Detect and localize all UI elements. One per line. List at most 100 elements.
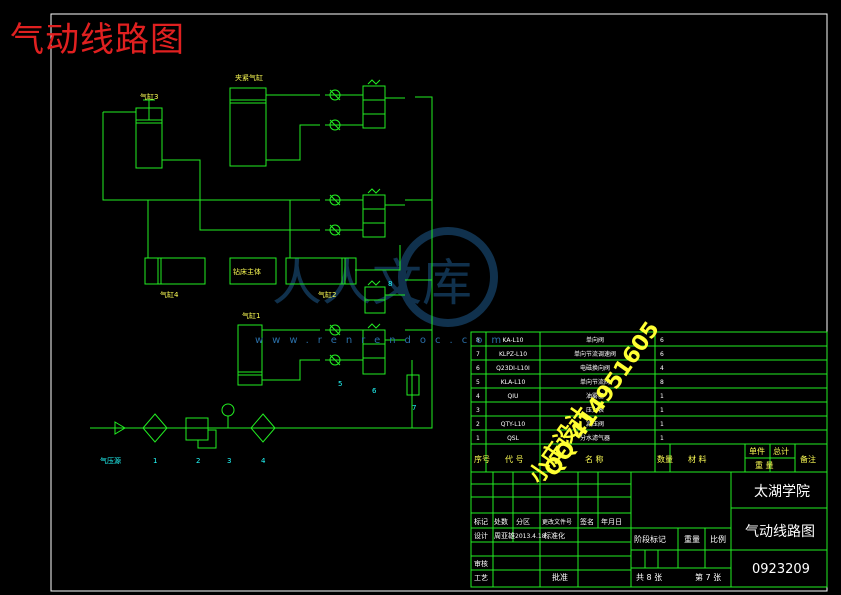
pipe bbox=[266, 124, 320, 161]
label-n1: 1 bbox=[153, 457, 157, 465]
bom-cell-no: 8 bbox=[476, 337, 480, 344]
valve-group-4 bbox=[325, 323, 405, 375]
cylinder-2 bbox=[285, 257, 357, 285]
label-n8: 8 bbox=[388, 280, 392, 288]
revision-header: 签名 bbox=[580, 517, 594, 526]
cylinder-3 bbox=[135, 99, 163, 169]
muffler bbox=[406, 374, 420, 396]
bom-cell-no: 3 bbox=[476, 407, 480, 414]
supply-line bbox=[90, 96, 433, 429]
revision-header: 分区 bbox=[516, 517, 530, 526]
bom-cell-code: KLA-L10 bbox=[501, 379, 526, 386]
label-n2: 2 bbox=[196, 457, 200, 465]
drawing-frame bbox=[50, 13, 828, 592]
lubricator-symbol bbox=[250, 413, 276, 443]
watermark-text: 人人文库 bbox=[272, 254, 472, 312]
bom-cell-name: 油雾器 bbox=[586, 392, 604, 400]
bom-cell-name: 单向阀 bbox=[586, 336, 604, 344]
bom-cell-name: 压力表 bbox=[586, 406, 604, 414]
bom-cell-name: 分水滤气器 bbox=[580, 434, 610, 442]
filter-symbol bbox=[142, 413, 168, 443]
bom-cell-qty: 4 bbox=[660, 365, 664, 372]
cylinder-4 bbox=[144, 257, 206, 285]
revision-header: 标记 bbox=[474, 517, 488, 526]
label-clamp-cylinder: 夹紧气缸 bbox=[235, 73, 263, 82]
pipe bbox=[102, 112, 320, 201]
label-n6: 6 bbox=[372, 387, 377, 395]
revision-header: 年月日 bbox=[601, 517, 622, 526]
bom-header-total-weight: 总计 bbox=[773, 446, 789, 456]
bom-cell-qty: 1 bbox=[660, 407, 664, 414]
cylinder-1 bbox=[237, 324, 263, 386]
design-label: 设计 bbox=[474, 531, 488, 540]
bom-cell-code: QTY-L10 bbox=[501, 421, 526, 428]
valve-group-2 bbox=[325, 188, 405, 238]
bom-header-remark: 备注 bbox=[800, 454, 816, 464]
label-n4: 4 bbox=[261, 457, 266, 465]
machine-body bbox=[229, 257, 277, 285]
bom-header-weight: 重 量 bbox=[755, 460, 774, 470]
bom-header-code: 代 号 bbox=[505, 454, 524, 464]
bom-header-material: 材 料 bbox=[688, 454, 707, 464]
watermark-url: www.renrendoc.com bbox=[255, 335, 511, 346]
bom-cell-qty: 8 bbox=[660, 379, 664, 386]
pipe bbox=[355, 245, 401, 271]
drawing-title: 气动线路图 bbox=[10, 20, 185, 60]
title-block bbox=[470, 471, 828, 588]
pipe bbox=[262, 359, 320, 381]
stage-label: 阶段标记 bbox=[634, 534, 666, 544]
bom-header-name: 名 称 bbox=[585, 454, 604, 464]
label-cylinder-4: 气缸4 bbox=[160, 290, 179, 299]
bom-cell-no: 7 bbox=[476, 351, 480, 358]
bom-cell-qty: 1 bbox=[660, 421, 664, 428]
bom-cell-qty: 6 bbox=[660, 337, 664, 344]
sheet-number: 第 7 张 bbox=[695, 572, 721, 582]
bom-header-unit-weight: 单件 bbox=[749, 446, 765, 456]
process-label: 工艺 bbox=[474, 574, 488, 582]
bom-cell-no: 5 bbox=[476, 379, 480, 386]
bom-cell-code: QSL bbox=[507, 435, 520, 442]
label-air-source: 气压源 bbox=[100, 456, 121, 465]
label-machine-body: 钻床主体 bbox=[233, 267, 261, 276]
bom-cell-qty: 1 bbox=[660, 393, 664, 400]
bom-cell-no: 4 bbox=[476, 393, 480, 400]
approve-label: 批准 bbox=[552, 572, 568, 582]
design-date: 2013.4.18 bbox=[515, 533, 546, 540]
reducing-valve-symbol bbox=[185, 417, 209, 441]
title-block-text: 太湖学院 气动线路图 0923209 标记处数分区更改文件号签名年月日 设计 周… bbox=[474, 484, 815, 582]
label-n5: 5 bbox=[338, 380, 342, 388]
bom-cell-name: 单向节流阀 bbox=[580, 378, 610, 386]
pneumatic-circuit bbox=[90, 79, 433, 449]
revision-headers: 标记处数分区更改文件号签名年月日 bbox=[474, 517, 622, 526]
bom-cell-code: QIU bbox=[508, 393, 519, 400]
drawing-number: 0923209 bbox=[752, 562, 810, 577]
revision-header: 更改文件号 bbox=[542, 518, 572, 526]
bom-cell-no: 6 bbox=[476, 365, 480, 372]
bom-table bbox=[470, 331, 828, 473]
bom-cell-name: 电磁换向阀 bbox=[580, 364, 610, 372]
label-n3: 3 bbox=[227, 457, 231, 465]
label-cylinder-2: 气缸2 bbox=[318, 290, 336, 299]
valve-group-1 bbox=[325, 79, 405, 131]
clamp-cylinder bbox=[229, 87, 267, 167]
pipe bbox=[162, 159, 320, 231]
bom-header: 序号 代 号 名 称 数量 材 料 单件 总计 重 量 备注 bbox=[474, 446, 816, 470]
review-label: 审核 bbox=[474, 559, 488, 568]
bom-cell-qty: 1 bbox=[660, 435, 664, 442]
bom-cell-code: KA-L10 bbox=[503, 337, 524, 344]
bom-cell-code: KLPZ-L10 bbox=[499, 351, 527, 358]
circuit-labels: 夹紧气缸 气缸3 气缸4 钻床主体 气缸2 气缸1 气压源 1 2 3 4 5 … bbox=[100, 73, 416, 465]
bom-header-no: 序号 bbox=[474, 454, 490, 464]
valve-group-3 bbox=[364, 280, 405, 314]
standardize-label: 标准化 bbox=[544, 531, 565, 540]
bom-cell-name: 单向节流调速阀 bbox=[574, 350, 616, 358]
bom-cell-no: 2 bbox=[476, 421, 480, 428]
watermark-logo: 人人文库 bbox=[272, 227, 498, 327]
bom-cell-qty: 6 bbox=[660, 351, 664, 358]
bom-header-qty: 数量 bbox=[657, 454, 673, 464]
bom-cell-name: 减压阀 bbox=[586, 420, 604, 428]
bom-cell-no: 1 bbox=[476, 435, 480, 442]
weight-label: 重量 bbox=[684, 534, 700, 544]
